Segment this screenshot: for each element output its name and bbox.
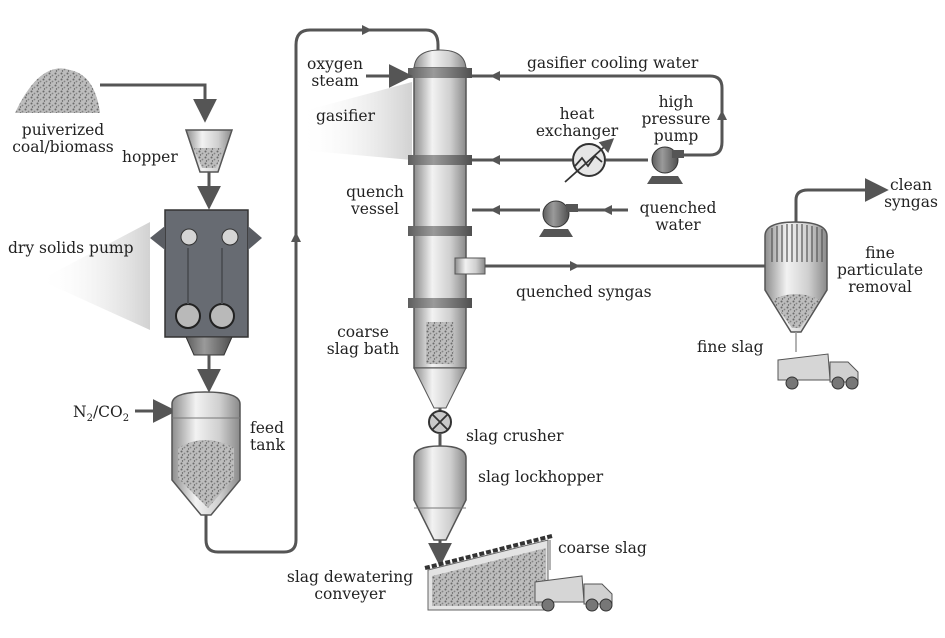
pump-wheel-left <box>175 303 201 329</box>
dry-solids-pump-label: dry solids pump <box>8 239 134 257</box>
pump-wheel-right <box>209 303 235 329</box>
slag-dewatering-conveyer-label: slag dewatering conveyer <box>286 568 414 603</box>
transport-arrow-up <box>291 232 301 242</box>
gasifier-cone <box>413 367 467 409</box>
hopper-label: hopper <box>122 148 178 166</box>
fine-slag-truck-icon <box>777 353 859 390</box>
heat-exchanger-diagonal <box>564 138 615 183</box>
quench-vessel-label: quench vessel <box>346 183 404 218</box>
pump-shadow-wedge <box>40 222 150 330</box>
pulverized-coal-label: puiverized coal/biomass <box>12 121 114 156</box>
cooling-arrow-left <box>490 71 500 81</box>
slag-dewatering-conveyer-icon <box>424 534 553 611</box>
fine-slag-label: fine slag <box>697 338 764 356</box>
flange-2 <box>408 155 472 165</box>
coal-pile <box>15 68 100 113</box>
gasifier-dome <box>413 49 467 71</box>
pump-port-right <box>221 228 239 246</box>
hp-pump-outlet <box>672 150 684 158</box>
pump-wing-right <box>248 226 262 250</box>
feed-tank-label: feed tank <box>250 419 285 454</box>
transport-arrow-right <box>362 25 372 35</box>
gasifier-cooling-water-label: gasifier cooling water <box>527 54 699 72</box>
coal-feed-line <box>100 83 217 123</box>
cooling-arrow-up <box>717 110 727 120</box>
coarse-slag-bath-label: coarse slag bath <box>326 323 400 358</box>
pump-discharge <box>185 336 233 356</box>
heat-exchanger-zigzag <box>574 154 603 168</box>
quenched-water-label: quenched water <box>639 199 717 234</box>
qw-pump-base <box>539 229 573 237</box>
coarse-slag-label: coarse slag <box>558 539 647 557</box>
flange-1 <box>408 68 472 78</box>
quench-water-pump-icon <box>542 200 570 228</box>
fine-slag-fill <box>772 294 820 328</box>
crusher-x2 <box>431 413 449 431</box>
quenched-syngas-label: quenched syngas <box>516 283 652 301</box>
slag-crusher-label: slag crusher <box>466 427 564 445</box>
fine-particulate-removal-label: fine particulate removal <box>836 244 924 296</box>
syngas-outlet-stub <box>454 257 486 275</box>
slag-lockhopper-label: slag lockhopper <box>478 468 604 486</box>
flange-4 <box>408 298 472 308</box>
pump-wing-left <box>150 226 165 250</box>
pump-port-left <box>180 228 198 246</box>
transport-line <box>204 28 440 554</box>
high-pressure-pump-label: high pressure pump <box>641 93 711 145</box>
oxygen-steam-label: oxygen steam <box>307 55 363 90</box>
coarse-slag-truck-icon <box>534 575 613 612</box>
gasifier-shadow-wedge <box>300 82 412 160</box>
gasifier-label: gasifier <box>316 107 375 125</box>
flange-3 <box>408 226 472 236</box>
qw-pump-inlet <box>566 204 578 212</box>
slag-lockhopper-icon <box>413 445 467 541</box>
qw-arrow-left-2 <box>490 205 500 215</box>
feed-tank-fill <box>178 440 234 508</box>
qw-arrow-left <box>602 205 612 215</box>
heat-exchanger-label: heat exchanger <box>535 105 619 140</box>
coarse-slag-fill <box>426 322 454 364</box>
filter-candles <box>771 224 823 262</box>
hx-arrow-left <box>490 155 500 165</box>
hp-pump-base <box>647 176 683 184</box>
hopper-fill <box>194 148 224 168</box>
clean-syngas-label: clean syngas <box>884 176 938 211</box>
qs-arrow-right <box>570 261 580 271</box>
clean-syngas-line <box>794 178 889 222</box>
high-pressure-pump-icon <box>651 146 679 174</box>
n2-co2-label: N2/CO2 <box>73 403 130 425</box>
